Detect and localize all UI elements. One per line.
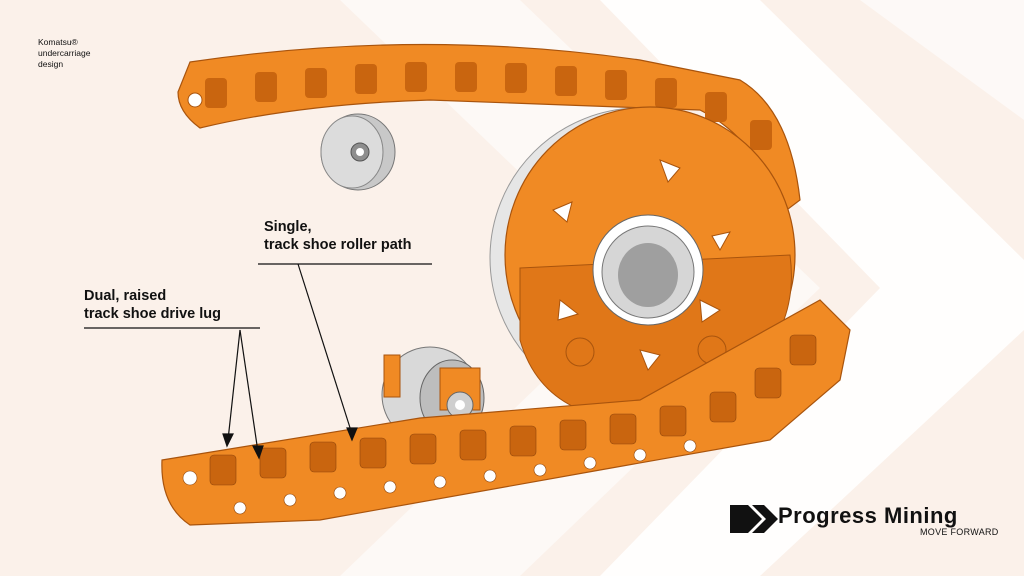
brand-name: Progress Mining <box>778 503 958 528</box>
callout-lines <box>84 263 432 460</box>
brand-tagline: MOVE FORWARD <box>920 527 999 537</box>
roller-path-callout-line: track shoe roller path <box>264 237 412 253</box>
design-credit-note: Komatsu® undercarriage design <box>38 37 90 70</box>
drive-lug-callout-line: Dual, raised <box>84 288 167 304</box>
drive-sprocket <box>489 106 796 421</box>
design-credit-line: undercarriage <box>38 48 91 58</box>
lower-track-chain <box>161 299 851 526</box>
design-credit-line: Komatsu® <box>38 37 78 47</box>
drive-lug-callout: Dual, raised track shoe drive lug <box>84 287 221 323</box>
design-credit-line: design <box>38 59 64 69</box>
roller-path-callout: Single, track shoe roller path <box>264 218 411 254</box>
progress-mining-logo-icon <box>730 505 778 533</box>
upper-track-chain <box>177 43 801 217</box>
drive-lug-callout-line: track shoe drive lug <box>84 306 221 322</box>
roller-path-callout-line: Single, <box>264 219 312 235</box>
carrier-roller <box>320 113 396 191</box>
